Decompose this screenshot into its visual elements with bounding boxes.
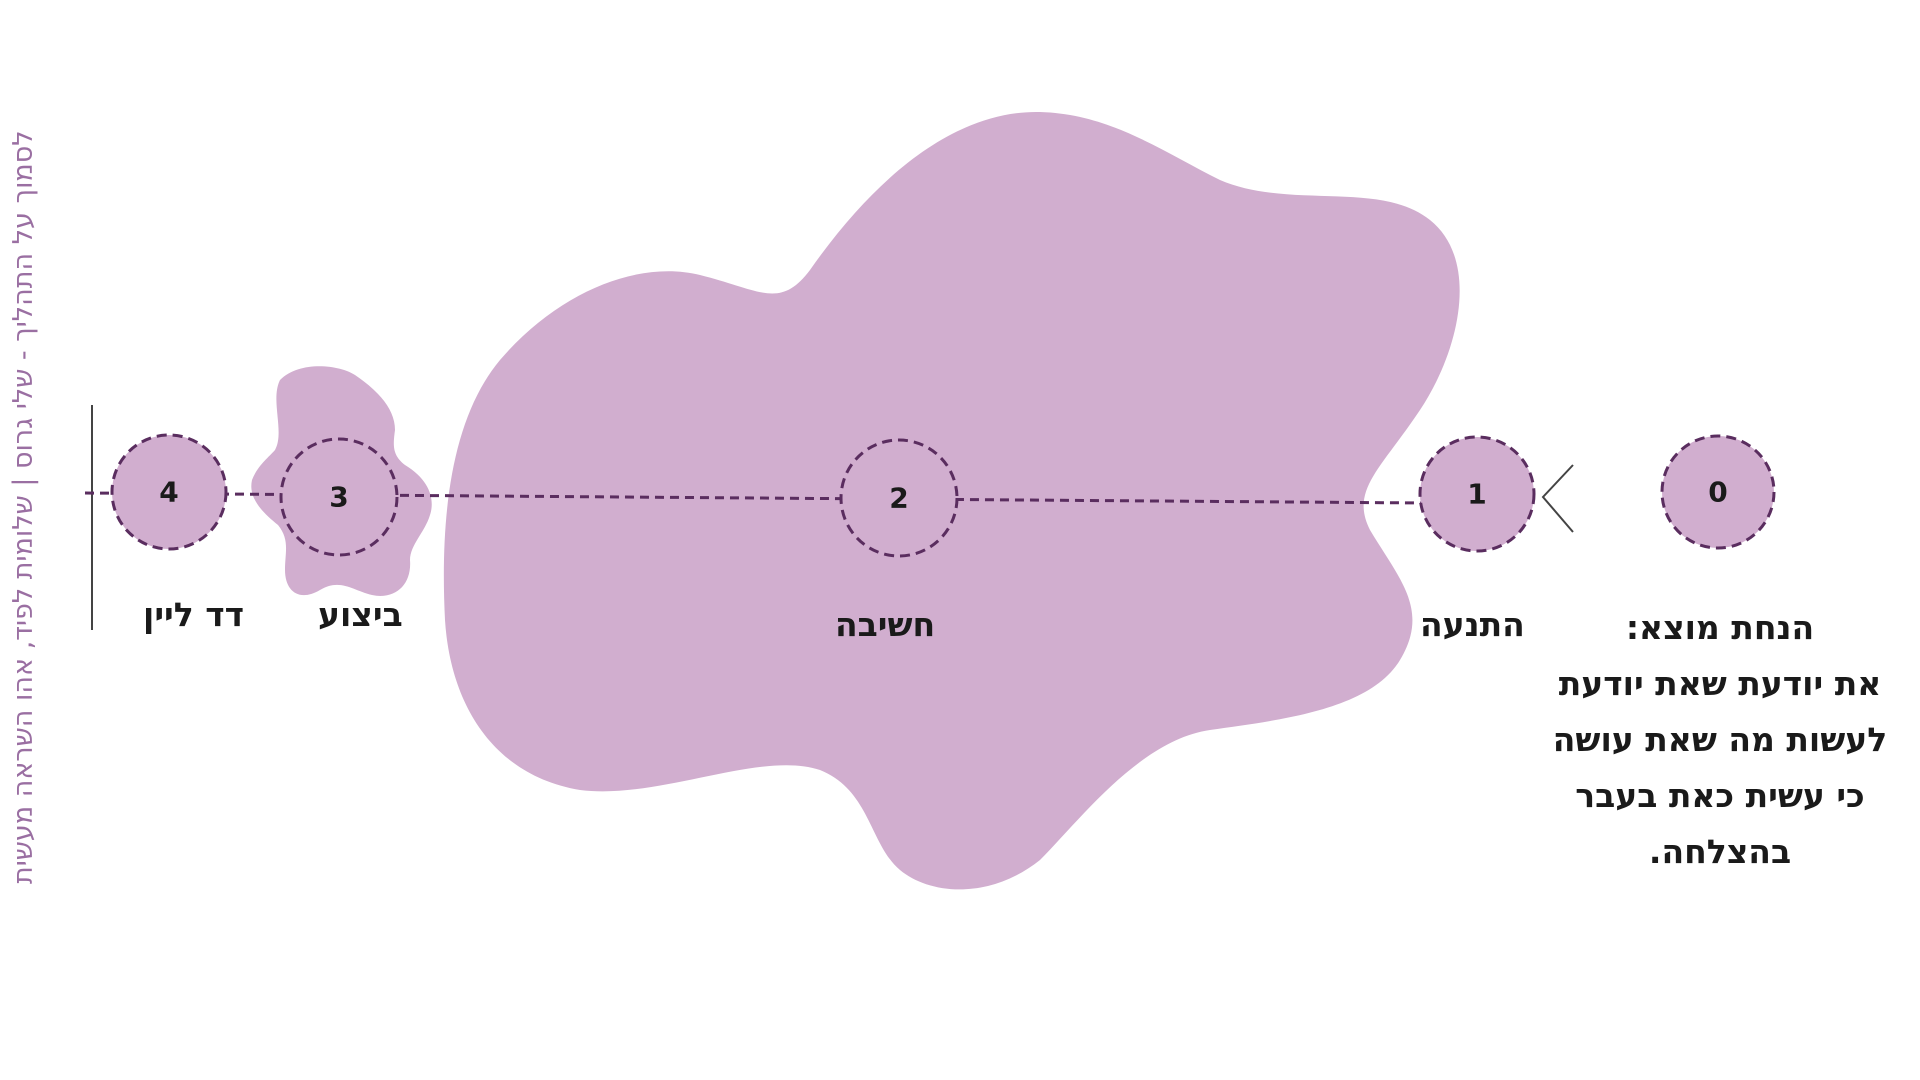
assumption-line: את יודעת שאת יודעת	[1558, 664, 1882, 703]
assumption-line: הנחת מוצא:	[1625, 608, 1815, 647]
node-number: 1	[1467, 478, 1486, 511]
node-circle	[1660, 434, 1776, 550]
node-4: 4	[110, 433, 228, 551]
node-2: 2	[839, 438, 959, 558]
start-arrowhead	[1541, 464, 1574, 533]
node-circle	[110, 433, 228, 551]
node-number: 0	[1708, 476, 1727, 509]
node-3: 3	[279, 437, 399, 557]
node-circle	[279, 437, 399, 557]
node-label-4: דד ליין	[143, 595, 245, 634]
node-circle	[839, 438, 959, 558]
node-circle	[1418, 435, 1536, 553]
node-number: 3	[329, 481, 348, 514]
node-label-1: התנעה	[1420, 605, 1525, 644]
assumption-line: בהצלחה.	[1648, 832, 1792, 871]
starting-assumption: הנחת מוצא: את יודעת שאת יודעת לעשות מה ש…	[1540, 600, 1900, 880]
node-label-3: ביצוע	[318, 595, 403, 634]
node-number: 2	[889, 482, 908, 515]
node-1: 1	[1418, 435, 1536, 553]
node-number: 4	[159, 476, 178, 509]
node-label-2: חשיבה	[835, 605, 936, 644]
assumption-line: לעשות מה שאת עושה	[1552, 720, 1888, 759]
side-title: לסמוך על התהליך - שלי גרוס | שלומית לפיד…	[8, 130, 39, 884]
assumption-line: כי עשית כאת בעבר	[1575, 776, 1865, 815]
node-0: 0	[1660, 434, 1776, 550]
timeline-dashed-line	[84, 491, 1426, 505]
